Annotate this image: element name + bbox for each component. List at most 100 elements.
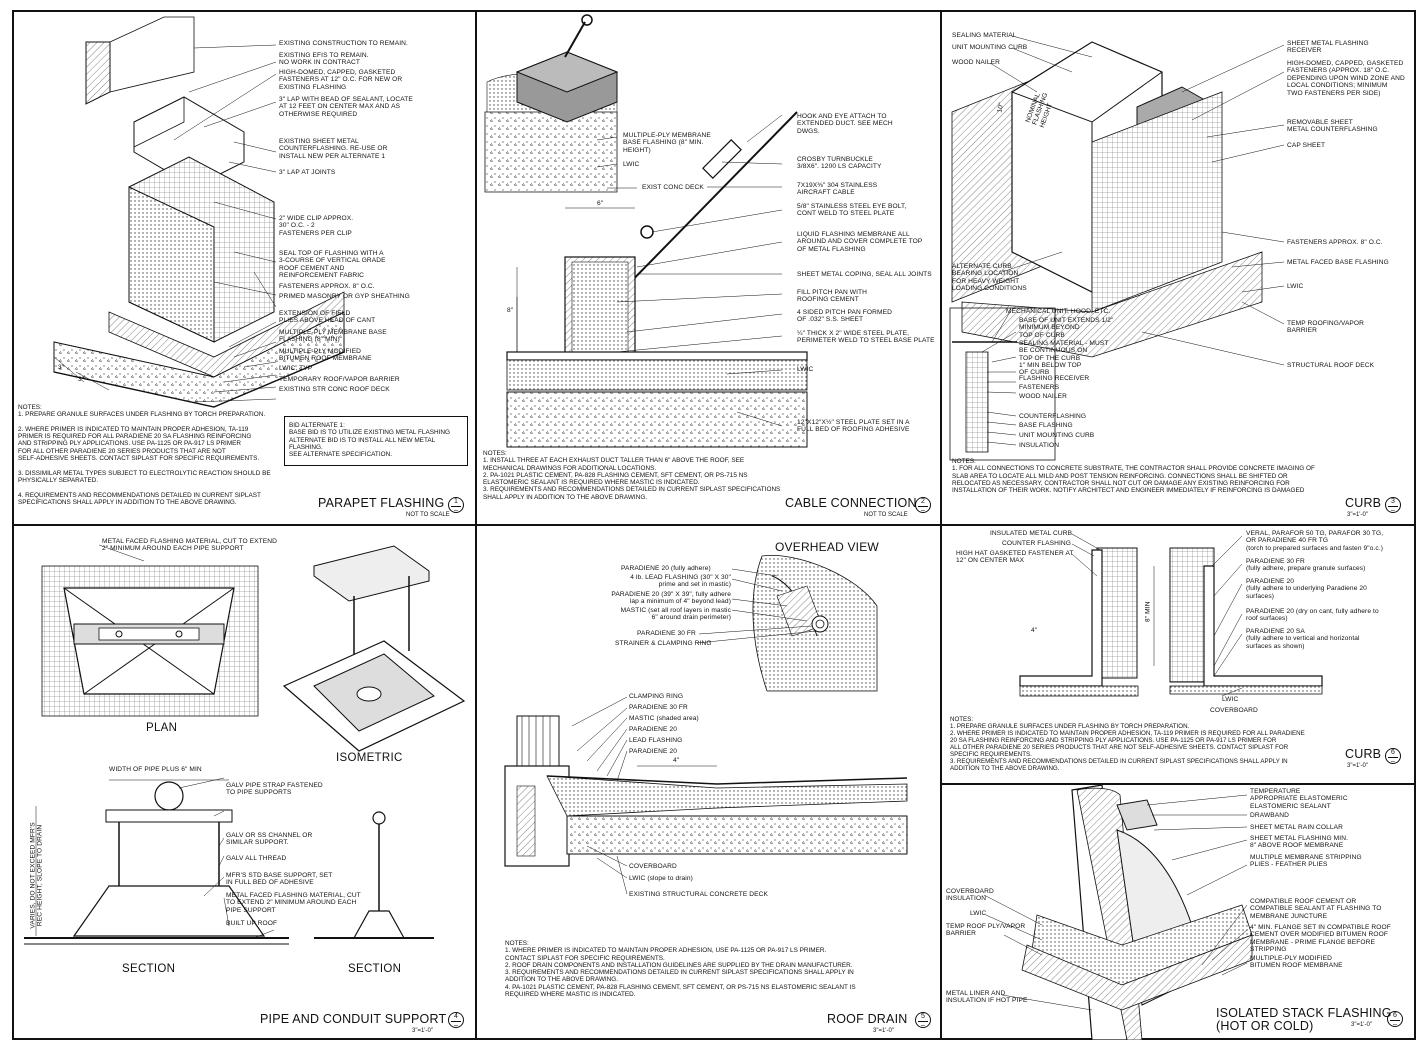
label: HIGH-DOMED, CAPPED, GASKETED FASTENERS A… — [279, 69, 403, 91]
bid-alternate: BID ALTERNATE 1: BASE BID IS TO UTILIZE … — [289, 422, 450, 459]
label: 12"X12"X½" STEEL PLATE SET IN A FULL BED… — [797, 419, 910, 434]
detail-title: PARAPET FLASHING — [318, 496, 445, 510]
dimension: 4" — [1031, 627, 1038, 634]
label: FASTENERS APPROX. 8" O.C. — [279, 283, 375, 290]
cable-connection-drawing — [484, 14, 808, 448]
label: EXISTING SHEET METAL COUNTERFLASHING. RE… — [279, 138, 388, 160]
label: UNIT MOUNTING CURB — [952, 44, 1028, 51]
detail-title: CABLE CONNECTION — [785, 496, 917, 510]
detail-scale: 3"=1'-0" — [873, 1028, 894, 1034]
detail-scale: NOT TO SCALE — [406, 512, 450, 518]
label: UNIT MOUNTING CURB — [1019, 432, 1095, 439]
label: METAL LINER AND INSULATION IF HOT PIPE — [946, 990, 1028, 1005]
detail-parapet-flashing: EXISTING CONSTRUCTION TO REMAIN. EXISTIN… — [14, 12, 475, 524]
detail-cable-connection: HOOK AND EYE ATTACH TO EXTENDED DUCT. SE… — [477, 12, 940, 524]
stack-flashing-drawing — [983, 785, 1253, 1040]
label: WOOD NAILER — [952, 59, 1000, 66]
label: COUNTER FLASHING — [1002, 540, 1072, 547]
label: 4" MIN. FLANGE SET IN COMPATIBLE ROOF CE… — [1250, 924, 1391, 954]
label: PRIMED MASONRY OR GYP SHEATHING — [279, 293, 410, 300]
label: GALV ALL THREAD — [226, 855, 287, 862]
dimension: 4" — [673, 757, 680, 764]
detail-number-bubble: 3– — [1385, 497, 1401, 514]
label: LIQUID FLASHING MEMBRANE ALL AROUND AND … — [797, 231, 923, 253]
label: EXISTING EFIS TO REMAIN. NO WORK IN CONT… — [279, 52, 369, 67]
caption-section: SECTION — [122, 963, 176, 975]
detail-number-bubble: 6– — [1385, 748, 1401, 765]
caption-section: SECTION — [348, 963, 402, 975]
label: TEMPORARY ROOF/VAPOR BARRIER — [279, 376, 400, 383]
label: COVERBOARD — [1210, 707, 1258, 714]
label: PARADIENE 20 (dry on cant, fully adhere … — [1246, 608, 1379, 623]
label: 2" WIDE CLIP APPROX. 30" O.C. - 2 FASTEN… — [279, 215, 354, 237]
notes: NOTES: 1. PREPARE GRANULE SURFACES UNDER… — [18, 404, 271, 506]
label: LWIC — [797, 366, 814, 373]
label: METAL FACED BASE FLASHING — [1287, 259, 1389, 266]
detail-title: ROOF DRAIN — [827, 1012, 908, 1026]
label: MULTIPLE-PLY MEMBRANE BASE FLASHING (8" … — [279, 329, 387, 344]
label: MULTIPLE MEMBRANE STRIPPING PLIES - FEAT… — [1250, 854, 1362, 869]
overhead-view-title: OVERHEAD VIEW — [775, 540, 879, 554]
label: MFR'S STD BASE SUPPORT, SET IN FULL BED … — [226, 872, 333, 887]
label: WIDTH OF PIPE PLUS 6" MIN — [109, 766, 202, 773]
detail-number-bubble: 2– — [915, 497, 931, 514]
detail-number-bubble: 5– — [915, 1012, 931, 1029]
label: BASE OF UNIT EXTENDS 1/2" MINIMUM BEYOND… — [1019, 317, 1114, 339]
label: SHEET METAL COPING, SEAL ALL JOINTS — [797, 271, 932, 278]
label: LWIC (slope to drain) — [629, 875, 693, 882]
label: LEAD FLASHING — [629, 737, 683, 744]
label: PARADIENE 30 FR — [629, 704, 688, 711]
curb-6-drawing — [1019, 533, 1323, 697]
notes: NOTES: 1. INSTALL THREE AT EACH EXHAUST … — [483, 450, 781, 501]
label: EXIST CONC DECK — [642, 184, 704, 191]
label: PARADIENE 20 (fully adhere to underlying… — [1246, 578, 1367, 600]
caption-isometric: ISOMETRIC — [336, 752, 403, 764]
label: PARADIENE 30 FR — [637, 630, 696, 637]
label: VARIES, DO NOT EXCEED MFR'S REC HEIGHT, … — [29, 822, 44, 929]
detail-title: ISOLATED STACK FLASHING (HOT OR COLD) — [1216, 1006, 1392, 1033]
label: GALV OR SS CHANNEL OR SIMILAR SUPPORT. — [226, 832, 313, 847]
label: COMPATIBLE ROOF CEMENT OR COMPATIBLE SEA… — [1250, 898, 1382, 920]
label: BASE FLASHING — [1019, 422, 1073, 429]
parapet-flashing-drawing — [53, 16, 345, 408]
notes: NOTES: 1. PREPARE GRANULE SURFACES UNDER… — [950, 716, 1305, 772]
label: MECHANICAL UNIT, HOOD, ETC. — [1006, 308, 1111, 315]
label: MULTIPLE-PLY MEMBRANE BASE FLASHING (8" … — [623, 132, 711, 154]
label: FASTENERS — [1019, 384, 1060, 391]
label: HIGH HAT GASKETED FASTENER AT 12" ON CEN… — [956, 550, 1074, 565]
label: 7X19X⅜" 304 STAINLESS AIRCRAFT CABLE — [797, 182, 878, 197]
detail-pipe-conduit-support: METAL FACED FLASHING MATERIAL, CUT TO EX… — [14, 526, 475, 1040]
detail-isolated-stack-flashing: TEMPERATURE APPROPRIATE ELASTOMERIC ELAS… — [942, 785, 1416, 1040]
label: CROSBY TURNBUCKLE 3/8X6". 1200 LS CAPACI… — [797, 156, 882, 171]
label: VERAL, PARAFOR 50 TG, PARAFOR 30 TG, OR … — [1246, 530, 1384, 552]
label: BUILT UP ROOF — [226, 920, 278, 927]
label: TEMP ROOFING/VAPOR BARRIER — [1287, 320, 1365, 335]
label: EXISTING CONSTRUCTION TO REMAIN. — [279, 40, 408, 47]
label: LWIC — [1287, 283, 1304, 290]
label: 3" LAP AT JOINTS — [279, 169, 336, 176]
label: MASTIC (set all roof layers in mastic 6"… — [620, 607, 731, 622]
caption-plan: PLAN — [146, 722, 178, 734]
detail-curb-3: SEALING MATERIAL UNIT MOUNTING CURB WOOD… — [942, 12, 1416, 524]
label: 4 SIDED PITCH PAN FORMED OF .032" S.S. S… — [797, 309, 892, 324]
label: SHEET METAL FLASHING RECEIVER — [1287, 40, 1369, 55]
detail-scale: 3"=1'-0" — [1351, 1022, 1372, 1028]
label: LWIC — [970, 910, 987, 917]
roof-drain-drawing — [504, 554, 908, 895]
label: PARADIENE 20 SA (fully adhere to vertica… — [1246, 628, 1360, 650]
label: COVERBOARD INSULATION — [946, 888, 994, 903]
label: TEMPERATURE APPROPRIATE ELASTOMERIC ELAS… — [1250, 788, 1348, 810]
notes: NOTES: 1. FOR ALL CONNECTIONS TO CONCRET… — [952, 458, 1315, 495]
label: LWIC — [623, 161, 640, 168]
dimension: 3" — [58, 364, 65, 371]
label: METAL FACED FLASHING MATERIAL, CUT TO EX… — [226, 892, 361, 914]
detail-curb-6: INSULATED METAL CURB COUNTER FLASHING HI… — [942, 526, 1416, 783]
label: PARADIENE 20 — [629, 748, 677, 755]
label: 1" MIN BELOW TOP OF CURB — [1019, 362, 1082, 377]
label: COVERBOARD — [629, 863, 677, 870]
label: INSULATED METAL CURB — [990, 530, 1073, 537]
label: MASTIC (shaded area) — [629, 715, 699, 722]
label: ALTERNATE CURB BEARING LOCATION FOR HEAV… — [952, 263, 1027, 293]
label: STRAINER & CLAMPING RING — [615, 640, 712, 647]
detail-title: CURB — [1345, 496, 1382, 510]
